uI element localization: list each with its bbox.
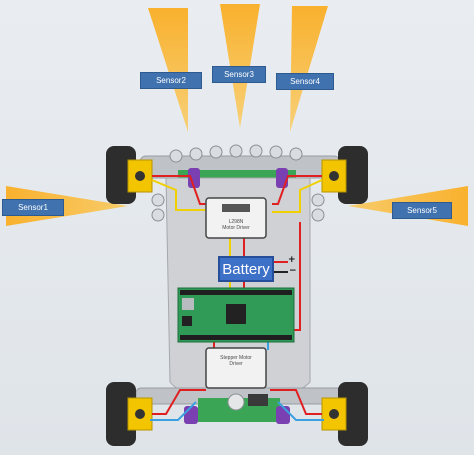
rear-right-motor (276, 406, 290, 424)
rear-left-motor (184, 406, 198, 424)
wheel-front-left (106, 146, 153, 204)
stepper-driver-board (205, 347, 267, 389)
rear-module (248, 394, 268, 406)
wheel-rear-right (321, 382, 368, 446)
stepper-driver-label: Stepper Motor Driver (208, 352, 264, 370)
sensor1-label: Sensor1 (2, 199, 64, 216)
sensor5-label: Sensor5 (392, 202, 452, 219)
battery-minus-sign: − (289, 266, 297, 276)
caster-wheel (227, 393, 245, 411)
motor-driver-board (205, 197, 267, 239)
front-right-motor (276, 168, 288, 188)
motor-driver-title: L298N (228, 219, 244, 225)
front-left-motor (188, 168, 200, 188)
battery-plus-sign: + (288, 255, 296, 265)
side-sensors (151, 193, 325, 222)
sensor4-beam (290, 6, 328, 132)
sensor1-beam (6, 186, 128, 226)
sensor3-label: Sensor3 (212, 66, 266, 83)
sensor4-label: Sensor4 (276, 73, 334, 90)
wheel-front-right (321, 146, 368, 204)
sensor2-label: Sensor2 (140, 72, 202, 89)
battery-label: Battery (218, 256, 274, 282)
ultrasonic-sensors-front (169, 144, 303, 163)
sensor2-beam (148, 8, 188, 132)
arduino-mega-board (177, 287, 295, 343)
stepper-driver-title: Stepper Motor (220, 355, 252, 361)
motor-driver-subtitle: Motor Driver (222, 225, 250, 231)
motor-driver-label: L298N Motor Driver (208, 216, 264, 234)
stepper-driver-subtitle: Driver (229, 361, 243, 367)
